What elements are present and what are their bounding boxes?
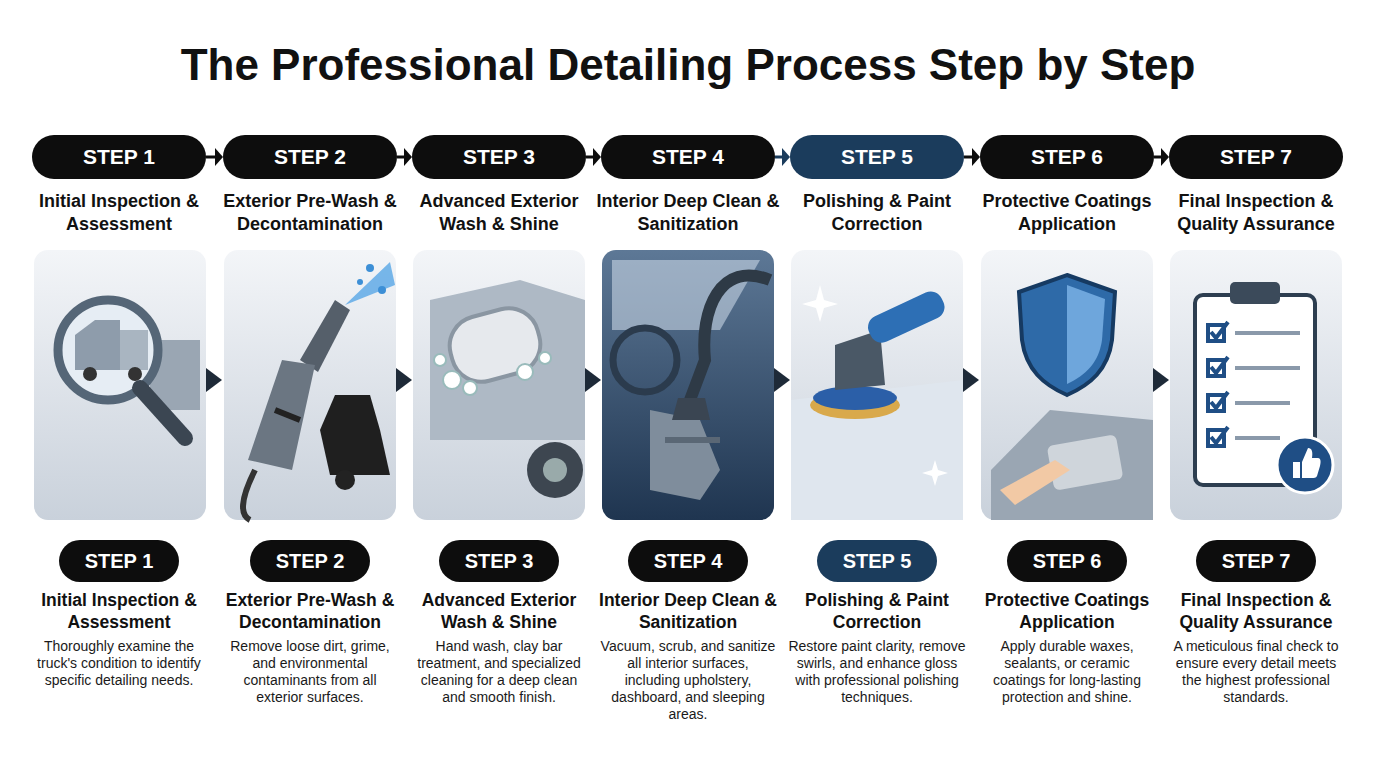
step-heading: Protective Coatings Application bbox=[975, 590, 1159, 634]
step-pill: STEP 2 bbox=[250, 540, 370, 582]
vacuum-icon bbox=[612, 260, 770, 500]
step-heading: Protective Coatings Application bbox=[975, 190, 1159, 235]
step-heading: Exterior Pre-Wash & Decontamination bbox=[218, 590, 402, 634]
step-pill: STEP 4 bbox=[628, 540, 748, 582]
step-pill: STEP 3 bbox=[412, 135, 586, 179]
step-pill: STEP 4 bbox=[601, 135, 775, 179]
clipboard-icon bbox=[1195, 282, 1333, 493]
step-heading: Polishing & Paint Correction bbox=[785, 190, 969, 235]
step-pill: STEP 6 bbox=[1007, 540, 1127, 582]
step-label: STEP 6 bbox=[1033, 550, 1102, 573]
step-label: STEP 3 bbox=[465, 550, 534, 573]
magnifier-icon bbox=[58, 300, 200, 438]
step-label: STEP 2 bbox=[274, 145, 346, 169]
step-pill: STEP 7 bbox=[1196, 540, 1316, 582]
step-heading: Advanced Exterior Wash & Shine bbox=[407, 590, 591, 634]
step-label: STEP 1 bbox=[83, 145, 155, 169]
step-label: STEP 7 bbox=[1220, 145, 1292, 169]
step-heading: Interior Deep Clean & Sanitization bbox=[596, 190, 780, 235]
step-chevron bbox=[1154, 148, 1169, 166]
step-pill: STEP 3 bbox=[439, 540, 559, 582]
step-pill: STEP 2 bbox=[223, 135, 397, 179]
step-description: Apply durable waxes, sealants, or cerami… bbox=[978, 638, 1156, 706]
step-pill: STEP 6 bbox=[980, 135, 1154, 179]
step-heading: Interior Deep Clean & Sanitization bbox=[596, 590, 780, 634]
step-description: Hand wash, clay bar treatment, and speci… bbox=[410, 638, 588, 706]
step-heading: Advanced Exterior Wash & Shine bbox=[407, 190, 591, 235]
step-pill: STEP 1 bbox=[32, 135, 206, 179]
step-chevron bbox=[775, 148, 790, 166]
step-label: STEP 7 bbox=[1222, 550, 1291, 573]
step-label: STEP 2 bbox=[276, 550, 345, 573]
step-description: Restore paint clarity, remove swirls, an… bbox=[788, 638, 966, 706]
step-label: STEP 3 bbox=[463, 145, 535, 169]
card-arrows bbox=[206, 368, 1169, 392]
cards bbox=[34, 250, 1342, 520]
title: The Professional Detailing Process Step … bbox=[0, 40, 1376, 90]
step-description: Thoroughly examine the truck's condition… bbox=[30, 638, 208, 689]
step-label: STEP 4 bbox=[652, 145, 724, 169]
step-heading: Final Inspection & Quality Assurance bbox=[1164, 190, 1348, 235]
step-chevron bbox=[586, 148, 601, 166]
step-label: STEP 6 bbox=[1031, 145, 1103, 169]
step-heading: Final Inspection & Quality Assurance bbox=[1164, 590, 1348, 634]
step-description: Remove loose dirt, grime, and environmen… bbox=[221, 638, 399, 706]
step-heading: Polishing & Paint Correction bbox=[785, 590, 969, 634]
step-heading: Exterior Pre-Wash & Decontamination bbox=[218, 190, 402, 235]
step-chevron bbox=[397, 148, 412, 166]
step-pill: STEP 1 bbox=[59, 540, 179, 582]
step-description: Vacuum, scrub, and sanitize all interior… bbox=[599, 638, 777, 723]
step-heading: Initial Inspection & Assessment bbox=[27, 590, 211, 634]
step-label: STEP 5 bbox=[843, 550, 912, 573]
step-chevron bbox=[206, 148, 223, 166]
shield-icon bbox=[991, 275, 1153, 520]
pressure-washer-icon bbox=[243, 262, 395, 520]
polisher-icon bbox=[791, 285, 963, 520]
step-pill: STEP 7 bbox=[1169, 135, 1343, 179]
step-pill: STEP 5 bbox=[817, 540, 937, 582]
step-chevron bbox=[964, 148, 980, 166]
step-label: STEP 1 bbox=[85, 550, 154, 573]
step-heading: Initial Inspection & Assessment bbox=[27, 190, 211, 235]
step-label: STEP 4 bbox=[654, 550, 723, 573]
step-description: A meticulous final check to ensure every… bbox=[1167, 638, 1345, 706]
sponge-icon bbox=[430, 280, 585, 498]
step-label: STEP 5 bbox=[841, 145, 913, 169]
step-pill: STEP 5 bbox=[790, 135, 964, 179]
